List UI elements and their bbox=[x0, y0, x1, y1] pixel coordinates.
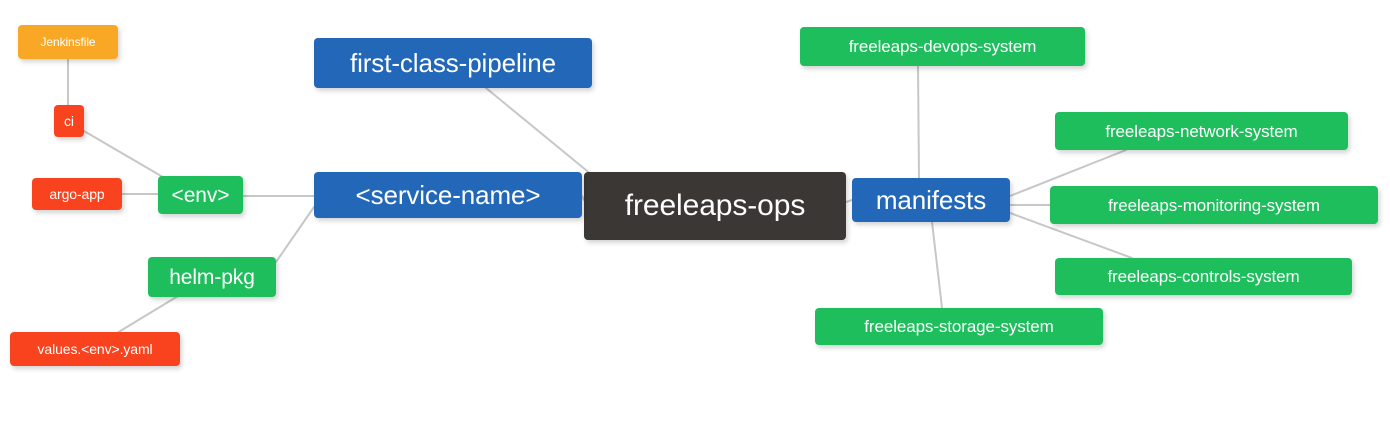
node-label-freeleaps-storage-system: freeleaps-storage-system bbox=[864, 317, 1054, 336]
node-label-values-env-yaml: values.<env>.yaml bbox=[37, 341, 153, 357]
node-freeleaps-storage-system[interactable]: freeleaps-storage-system bbox=[815, 308, 1103, 345]
node-freeleaps-ops[interactable]: freeleaps-ops bbox=[584, 172, 846, 240]
node-ci[interactable]: ci bbox=[54, 105, 84, 137]
edge-manifests-to-freeleaps-storage-system bbox=[931, 221, 943, 309]
node-label-service-name: <service-name> bbox=[355, 180, 541, 210]
node-label-jenkinsfile: Jenkinsfile bbox=[40, 35, 96, 49]
node-label-first-class-pipeline: first-class-pipeline bbox=[349, 48, 557, 78]
node-freeleaps-devops-system[interactable]: freeleaps-devops-system bbox=[800, 27, 1085, 66]
node-service-name[interactable]: <service-name> bbox=[314, 172, 582, 218]
node-label-helm-pkg: helm-pkg bbox=[169, 265, 255, 289]
node-argo-app[interactable]: argo-app bbox=[32, 178, 122, 210]
node-label-freeleaps-ops: freeleaps-ops bbox=[624, 189, 806, 222]
node-label-freeleaps-monitoring-system: freeleaps-monitoring-system bbox=[1108, 195, 1320, 215]
edge-helm-pkg-to-values-env-yaml bbox=[116, 295, 179, 334]
node-label-manifests: manifests bbox=[875, 185, 987, 215]
edge-freeleaps-ops-to-first-class-pipeline bbox=[485, 87, 593, 176]
node-values-env-yaml[interactable]: values.<env>.yaml bbox=[10, 332, 180, 366]
edge-env-to-ci bbox=[83, 130, 169, 181]
node-freeleaps-network-system[interactable]: freeleaps-network-system bbox=[1055, 112, 1348, 150]
node-helm-pkg[interactable]: helm-pkg bbox=[148, 257, 276, 297]
node-env[interactable]: <env> bbox=[158, 176, 243, 214]
node-manifests[interactable]: manifests bbox=[852, 178, 1010, 222]
node-first-class-pipeline[interactable]: first-class-pipeline bbox=[314, 38, 592, 88]
edge-manifests-to-freeleaps-devops-system bbox=[917, 65, 920, 179]
node-label-freeleaps-controls-system: freeleaps-controls-system bbox=[1107, 267, 1300, 286]
edge-service-name-to-helm-pkg bbox=[275, 206, 315, 263]
node-label-env: <env> bbox=[171, 183, 230, 207]
node-freeleaps-monitoring-system[interactable]: freeleaps-monitoring-system bbox=[1050, 186, 1378, 224]
node-label-freeleaps-network-system: freeleaps-network-system bbox=[1105, 121, 1298, 141]
node-label-ci: ci bbox=[64, 113, 74, 129]
node-freeleaps-controls-system[interactable]: freeleaps-controls-system bbox=[1055, 258, 1352, 295]
node-label-argo-app: argo-app bbox=[49, 186, 105, 202]
node-label-freeleaps-devops-system: freeleaps-devops-system bbox=[848, 37, 1037, 56]
node-jenkinsfile[interactable]: Jenkinsfile bbox=[18, 25, 118, 59]
